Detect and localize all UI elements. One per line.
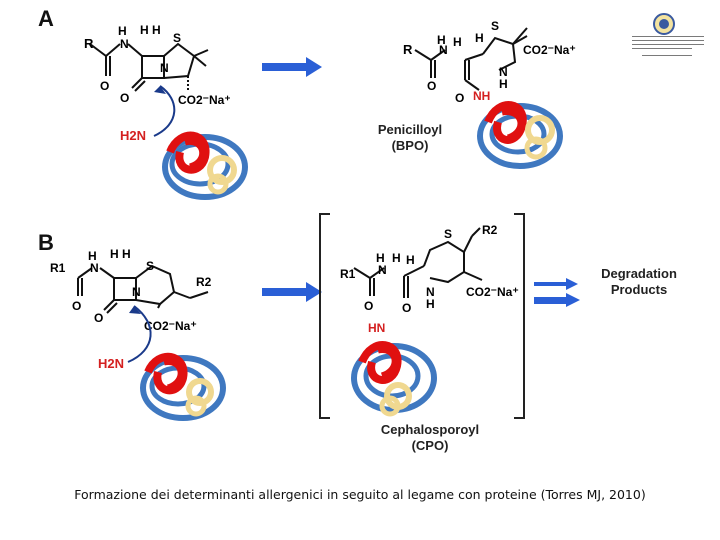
svg-text:N: N	[499, 65, 508, 79]
svg-text:S: S	[491, 19, 499, 33]
cephalosporoyl-label: Cephalosporoyl (CPO)	[360, 422, 500, 454]
svg-text:N: N	[378, 263, 387, 277]
svg-text:R: R	[403, 42, 413, 57]
cpo-abbrev: (CPO)	[411, 438, 449, 453]
svg-text:O: O	[364, 299, 373, 313]
protein-a-reactant	[162, 131, 248, 200]
amine-label-a: H2N	[120, 128, 147, 143]
intermediate-brackets	[319, 213, 525, 419]
r-group-label: R	[84, 36, 94, 51]
penicilloyl-structure: R N H H H S N H O O CO2⁻Na⁺ NH	[403, 19, 576, 105]
bpo-abbrev: (BPO)	[391, 138, 429, 153]
penicilloyl-label: Penicilloyl (BPO)	[355, 122, 465, 154]
r1-group-label: R1	[50, 261, 66, 275]
products-line: Products	[610, 282, 668, 297]
protein-b-reactant	[140, 352, 226, 421]
svg-text:H: H	[499, 77, 508, 91]
carboxylate-label-a-product: CO2⁻Na⁺	[523, 43, 576, 57]
svg-text:H: H	[475, 31, 484, 45]
reaction-arrow-a	[262, 57, 322, 77]
university-seal-icon	[653, 13, 675, 35]
amide-nh-label: NH	[473, 89, 490, 103]
svg-text:H H: H H	[110, 248, 131, 261]
svg-text:H: H	[118, 24, 127, 38]
svg-text:O: O	[100, 79, 109, 93]
carboxylate-label-b-product: CO2⁻Na⁺	[466, 285, 519, 299]
penicillin-structure: R N H H H S N O O CO2⁻Na⁺	[84, 23, 230, 107]
svg-text:S: S	[146, 259, 154, 273]
attack-arrow-a	[153, 85, 176, 137]
svg-text:O: O	[402, 301, 411, 315]
svg-text:H: H	[406, 253, 415, 267]
svg-text:N: N	[132, 285, 141, 299]
svg-text:N: N	[160, 61, 169, 75]
r2-group-label-product: R2	[482, 223, 498, 237]
attack-arrow-b	[127, 305, 152, 363]
svg-text:S: S	[173, 31, 181, 45]
degradation-arrows	[534, 278, 580, 307]
svg-text:H: H	[376, 251, 385, 265]
r1-group-label-product: R1	[340, 267, 356, 281]
svg-text:O: O	[455, 91, 464, 105]
svg-text:H: H	[437, 33, 446, 47]
svg-text:N: N	[90, 261, 99, 275]
figure-caption: Formazione dei determinanti allergenici …	[74, 487, 646, 502]
svg-text:H: H	[392, 251, 401, 265]
carboxylate-label-a: CO2⁻Na⁺	[178, 93, 230, 107]
svg-text:S: S	[444, 227, 452, 241]
amine-label-b: H2N	[98, 356, 125, 371]
panel-b-letter: B	[38, 230, 54, 255]
penicilloyl-name: Penicilloyl	[377, 122, 443, 137]
r2-group-label: R2	[196, 275, 212, 289]
svg-text:N: N	[426, 285, 435, 299]
protein-b-product	[351, 341, 437, 417]
svg-text:N: N	[120, 37, 129, 51]
svg-text:O: O	[120, 91, 129, 105]
svg-text:H H: H H	[140, 23, 161, 37]
svg-text:H: H	[426, 297, 435, 311]
svg-text:H: H	[88, 249, 97, 263]
svg-text:H: H	[453, 35, 462, 49]
svg-text:O: O	[94, 311, 103, 325]
degradation-line: Degradation	[601, 266, 677, 281]
cephalosporoyl-structure: R1 N H H H S N H O O CO2⁻Na⁺ R2 HN	[340, 223, 519, 332]
degradation-products-label: Degradation Products	[584, 266, 694, 298]
cephalosporin-structure: R1 N H H H S N O O CO2⁻Na⁺ R2	[50, 248, 212, 333]
panel-a-letter: A	[38, 6, 54, 31]
svg-text:O: O	[72, 299, 81, 313]
svg-text:O: O	[427, 79, 436, 93]
amide-hn-label: HN	[368, 321, 385, 332]
cephalosporoyl-name: Cephalosporoyl	[380, 422, 480, 437]
svg-text:N: N	[439, 43, 448, 57]
carboxylate-label-b: CO2⁻Na⁺	[144, 319, 197, 333]
protein-a-product	[477, 101, 563, 169]
reaction-arrow-b	[262, 282, 322, 302]
